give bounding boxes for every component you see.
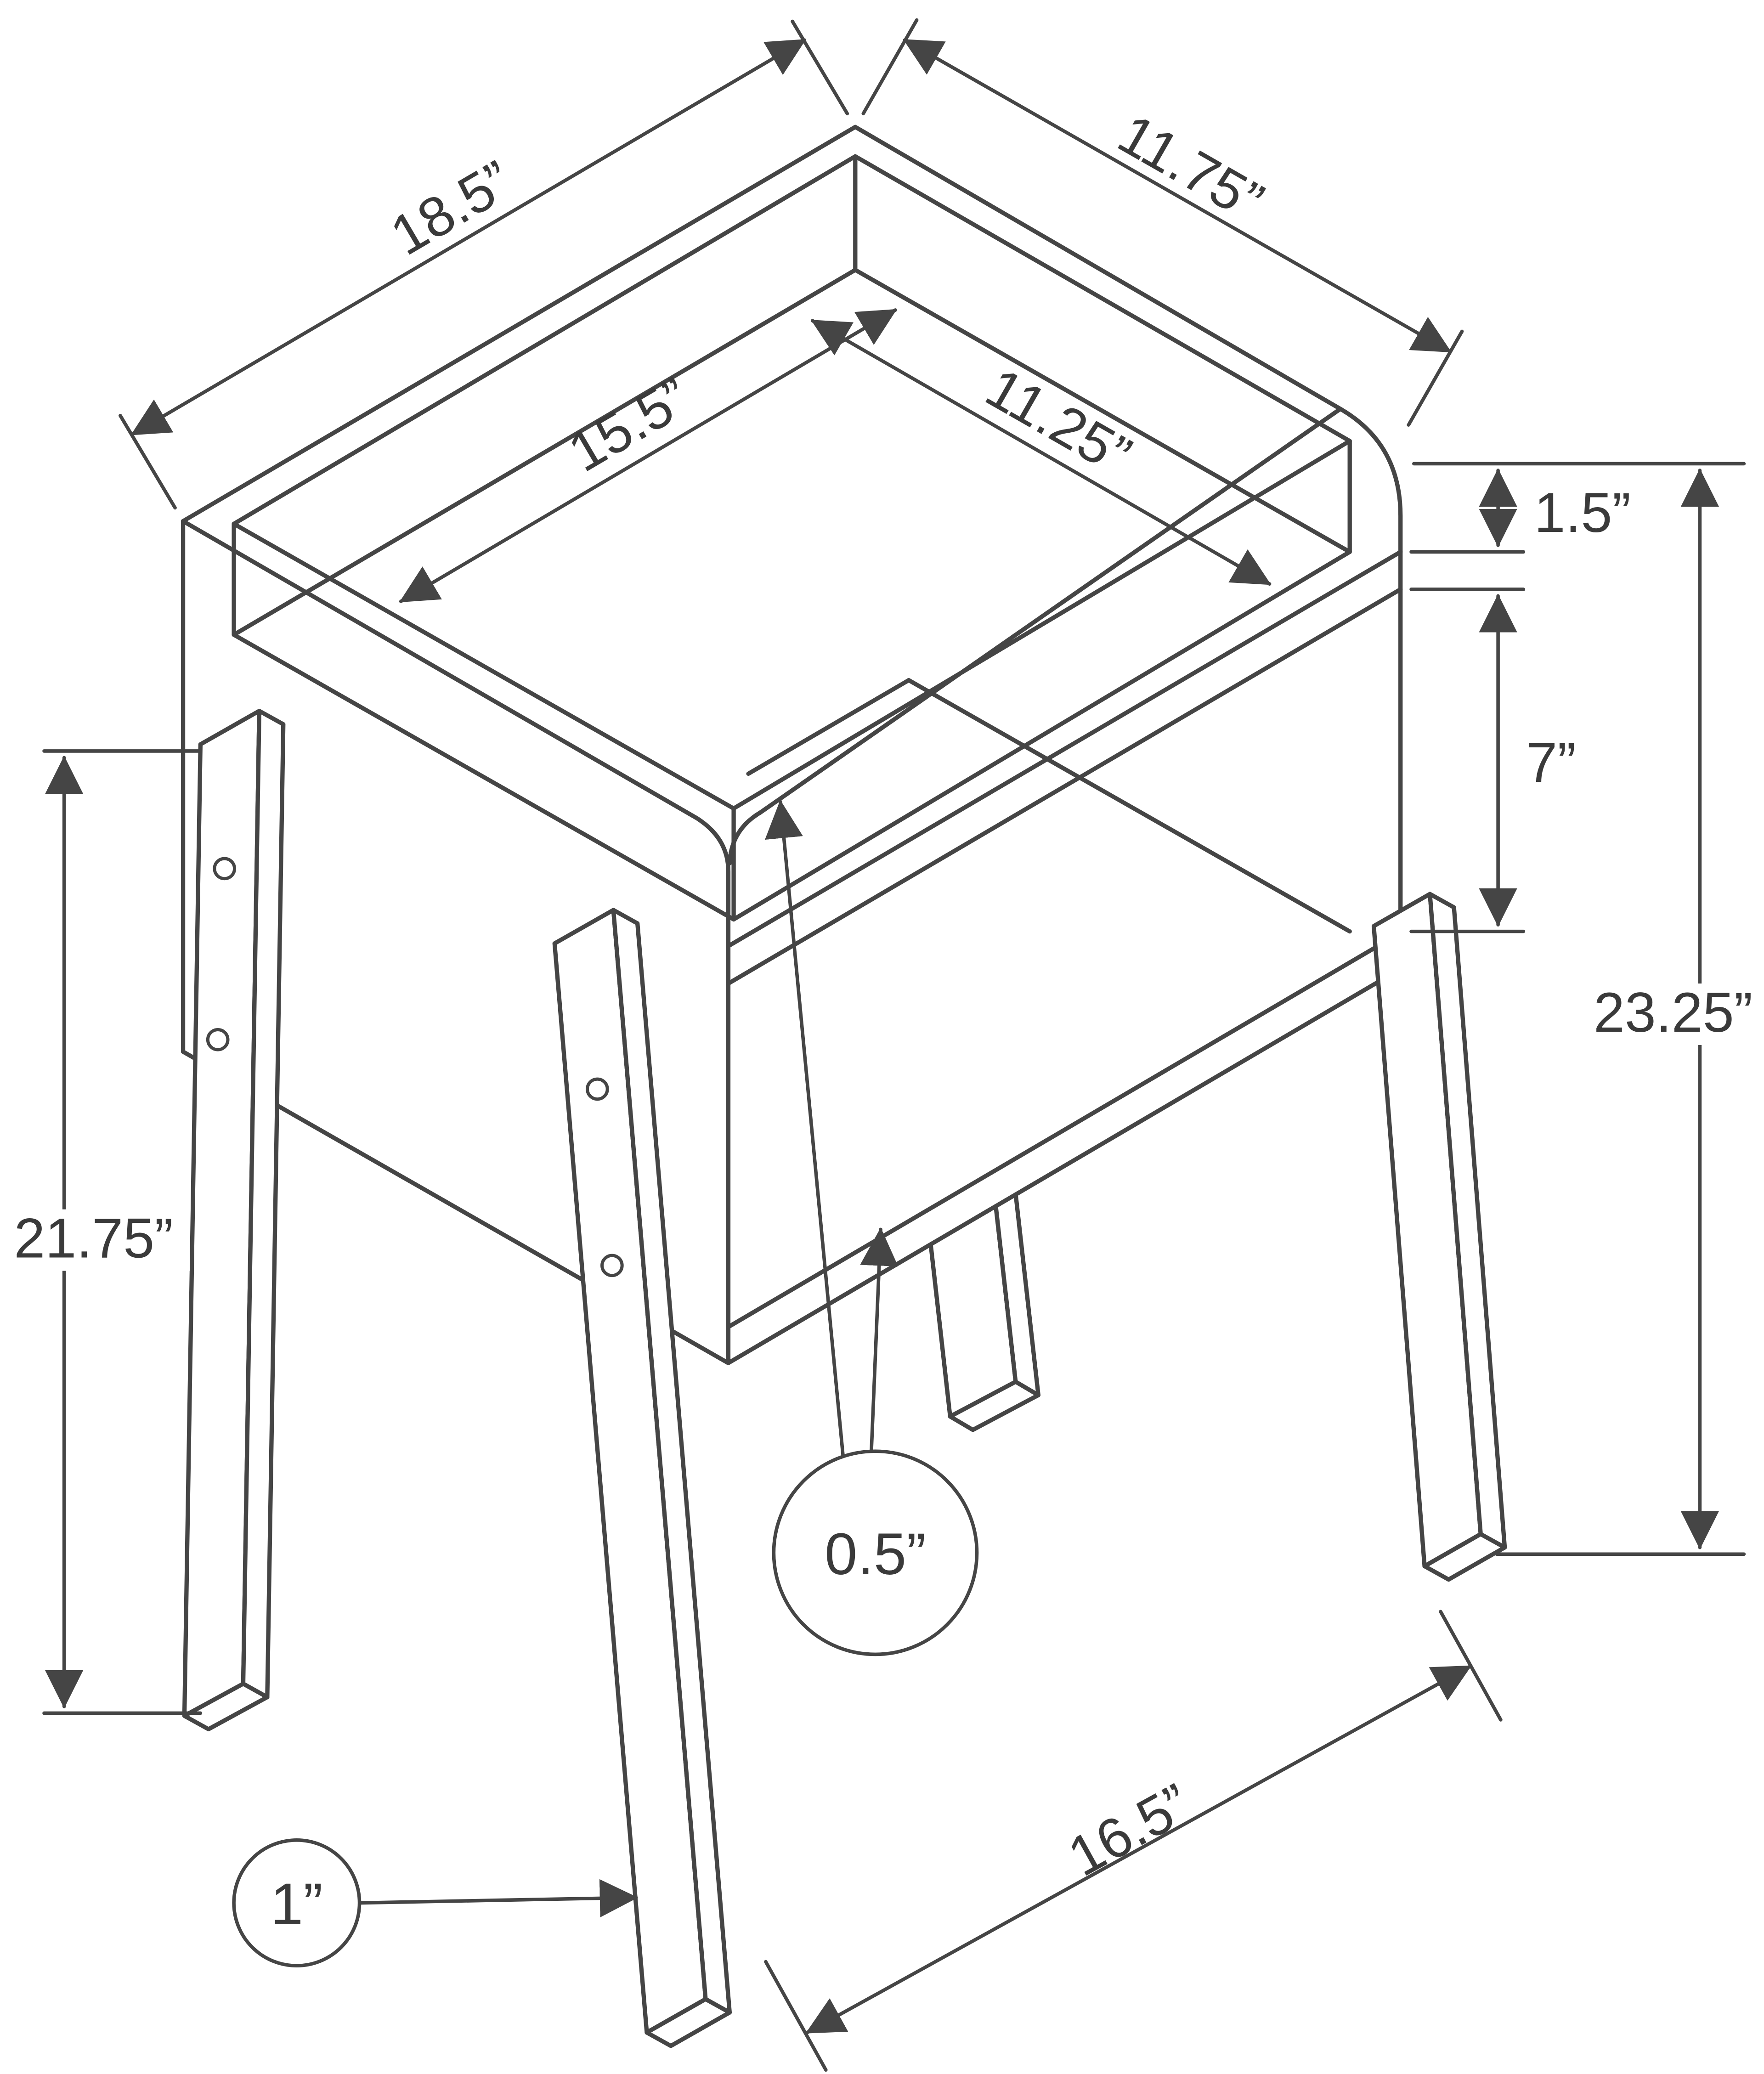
tabletop-joint-line [726,549,1403,949]
label-backing [0,1209,190,1271]
front-center-leg [552,908,732,2048]
front-corner-edge [181,519,731,1365]
shelf-right-junction [906,678,1352,934]
leader-line-panel-thickness [765,800,845,1460]
dim-line-bottom-depth [805,1664,1472,2034]
front-left-leg [182,708,286,1732]
shelf-back-junction [746,678,911,776]
screw-hole [600,1254,624,1277]
dim-label-bottom-depth: 16.5” [1058,1771,1200,1888]
extension-line [119,413,177,510]
dim-label-leg-thickness: 1” [271,1871,323,1937]
leader-line-shelf-thickness [860,1227,899,1454]
extension-line [1407,329,1464,427]
dim-label-total-height: 23.25” [1594,981,1753,1044]
dim-label-panel-thickness: 0.5” [825,1521,926,1587]
dim-line-top-width [130,38,807,436]
dim-line-top-depth [903,38,1452,353]
callout-circle-panel-thickness [772,1449,979,1656]
table-body [181,124,1403,1365]
tray-floor [232,267,1352,922]
label-backing [1577,983,1764,1045]
shelf-front-edge [726,930,1403,1329]
dim-label-gallery-height: 1.5” [1534,481,1631,544]
dim-label-shelf-gap: 7” [1526,731,1576,794]
front-right-rim-edge [727,407,1343,865]
tabletop-underside-edge [726,587,1403,986]
right-leg [1371,892,1507,1582]
extension-line [764,1960,828,2072]
screw-hole [586,1077,609,1101]
body-silhouette [181,124,1403,1365]
leader-line-leg-thickness [357,1879,638,1918]
extension-line [791,19,849,116]
screw-hole [213,857,237,881]
screw-hole [206,1028,230,1051]
dim-label-top-depth: 11.75” [1108,102,1274,233]
dim-label-leg-height: 21.75” [14,1206,173,1269]
callout-circle-leg-thickness [232,1838,362,1968]
dim-label-top-width: 18.5” [380,148,522,267]
extension-line [861,18,919,116]
dim-line-inner-depth [810,319,1272,586]
